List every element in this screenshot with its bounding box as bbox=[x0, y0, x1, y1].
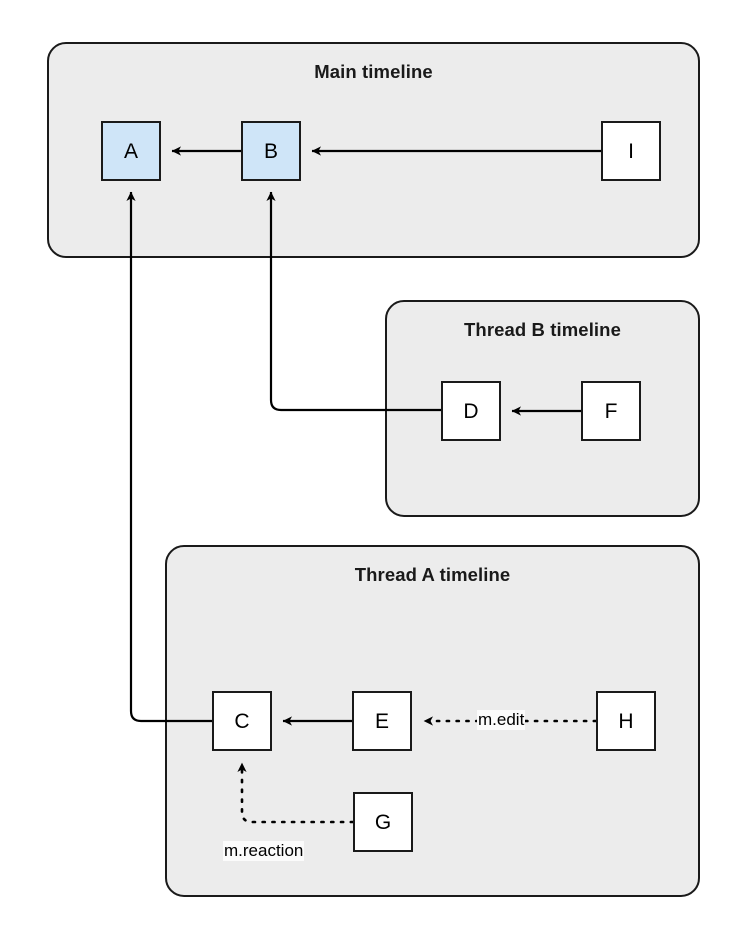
node-f-label: F bbox=[604, 399, 618, 423]
node-c[interactable]: C bbox=[212, 691, 272, 751]
edge-label-m-reaction: m.reaction bbox=[223, 841, 305, 862]
node-d[interactable]: D bbox=[441, 381, 501, 441]
node-b[interactable]: B bbox=[241, 121, 301, 181]
group-main-timeline-title: Main timeline bbox=[314, 61, 433, 82]
edge-label-m-edit: m.edit bbox=[477, 710, 526, 731]
group-thread-a-timeline-title: Thread A timeline bbox=[354, 564, 511, 585]
node-a-label: A bbox=[123, 139, 138, 163]
node-c-label: C bbox=[234, 709, 250, 733]
node-d-label: D bbox=[463, 399, 479, 423]
node-i-label: I bbox=[628, 139, 634, 163]
node-e[interactable]: E bbox=[352, 691, 412, 751]
node-g-label: G bbox=[374, 810, 392, 834]
node-a[interactable]: A bbox=[101, 121, 161, 181]
node-h[interactable]: H bbox=[596, 691, 656, 751]
node-b-label: B bbox=[263, 139, 278, 163]
group-thread-b-timeline-title: Thread B timeline bbox=[464, 319, 621, 340]
node-g[interactable]: G bbox=[353, 792, 413, 852]
node-f[interactable]: F bbox=[581, 381, 641, 441]
group-thread-b-timeline: Thread B timeline bbox=[385, 300, 700, 517]
node-e-label: E bbox=[374, 709, 389, 733]
node-h-label: H bbox=[618, 709, 634, 733]
node-i[interactable]: I bbox=[601, 121, 661, 181]
